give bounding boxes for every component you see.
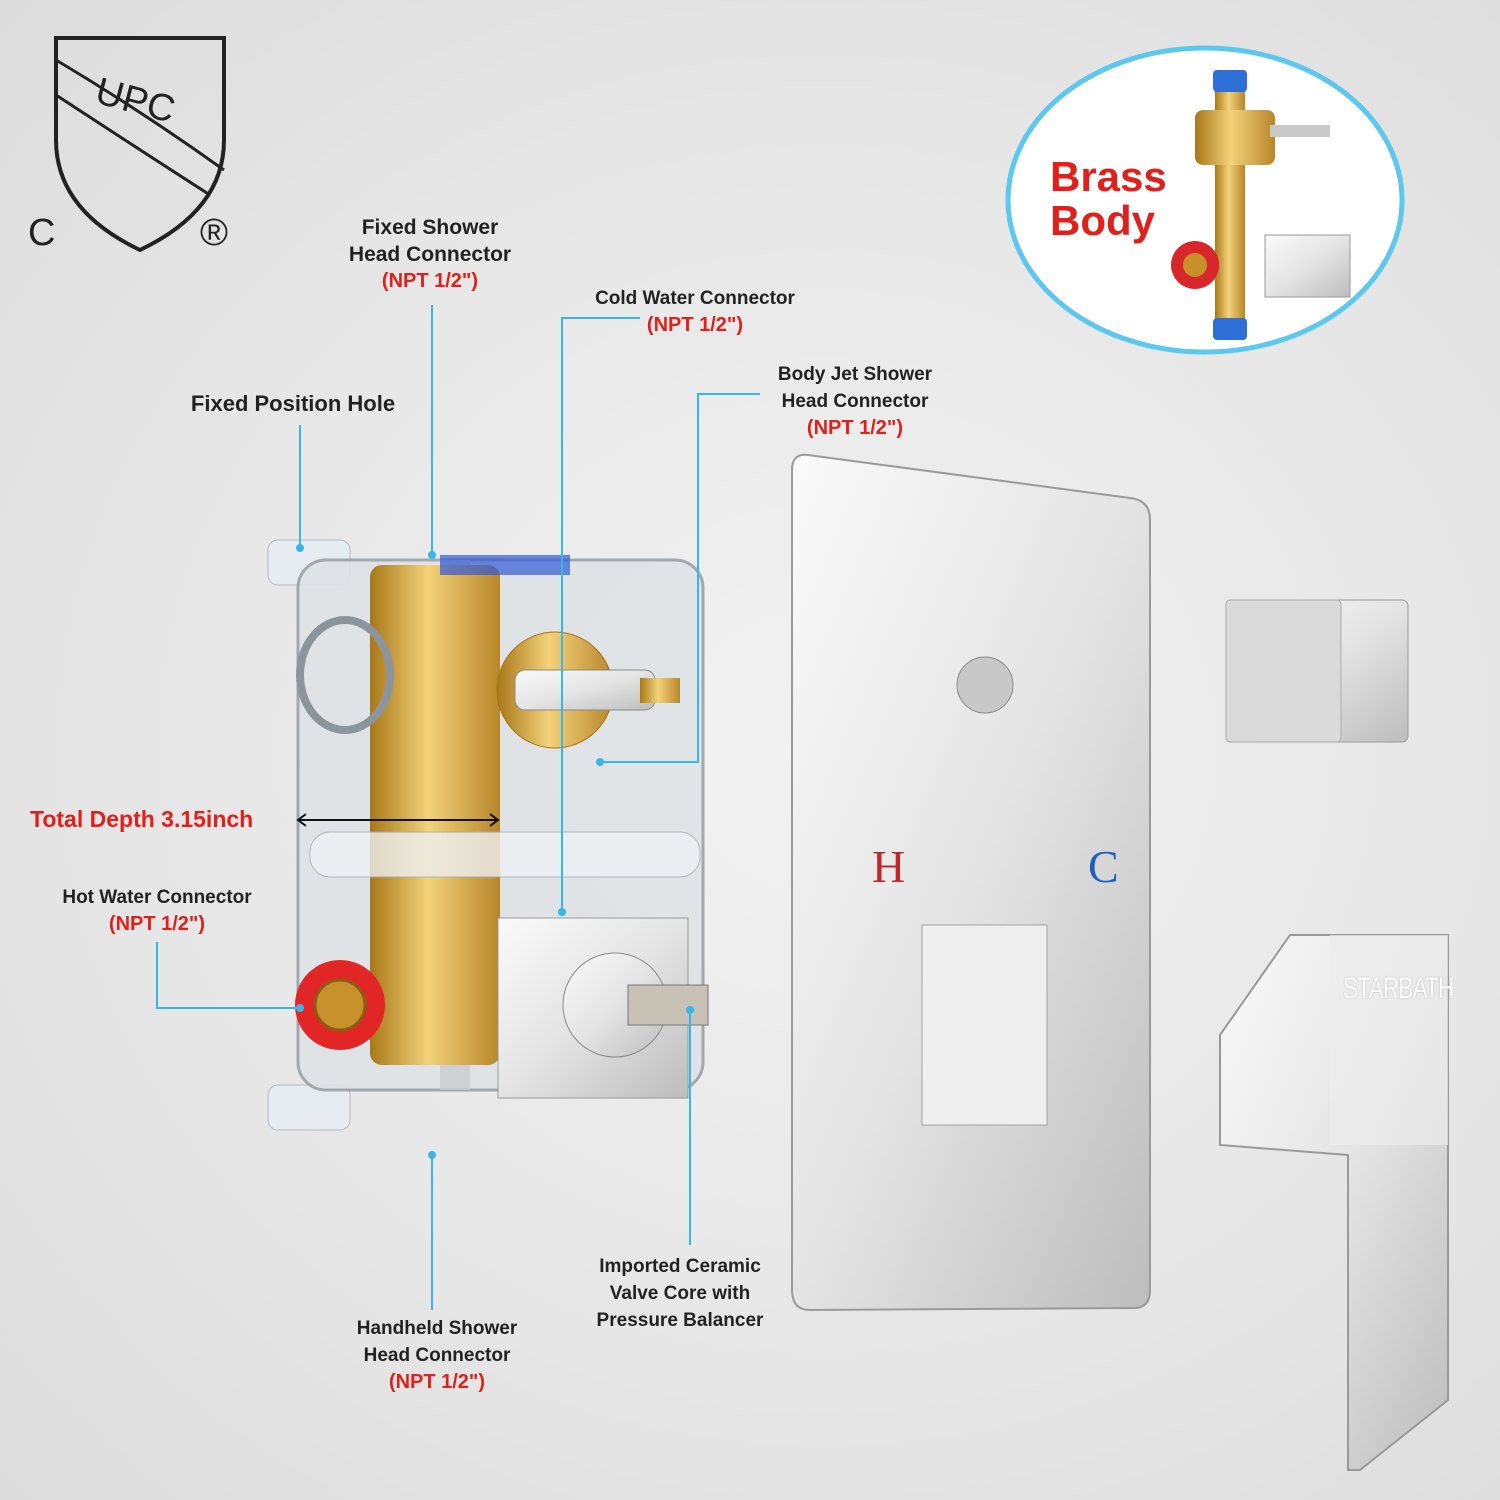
label-body-jet: Body Jet Shower Head Connector (NPT 1/2"… xyxy=(778,361,932,442)
label-cold-water: Cold Water Connector (NPT 1/2") xyxy=(595,285,795,339)
brass-line2: Body xyxy=(1050,197,1155,244)
label-spec: (NPT 1/2") xyxy=(381,270,479,292)
label-spec: (NPT 1/2") xyxy=(108,913,206,935)
label-total-depth: Total Depth 3.15inch xyxy=(30,806,254,832)
label-line: Fixed Shower xyxy=(361,216,499,239)
label-line: Hot Water Connector xyxy=(62,887,252,908)
upc-shield-logo xyxy=(54,36,226,253)
label-spec: (NPT 1/2") xyxy=(388,1371,486,1393)
label-line: Handheld Shower xyxy=(356,1318,518,1339)
brass-body-inset xyxy=(1005,45,1405,355)
label-spec: (NPT 1/2") xyxy=(806,417,904,439)
leader-body-jet xyxy=(600,393,760,763)
lever-handle xyxy=(1219,934,1449,1471)
label-ceramic-core: Imported Ceramic Valve Core with Pressur… xyxy=(597,1253,764,1334)
label-line: Head Connector xyxy=(781,391,929,412)
label-line: Body Jet Shower xyxy=(777,364,933,385)
hot-marker: H xyxy=(872,841,906,892)
rough-in-valve-box xyxy=(267,539,709,1131)
cold-marker: C xyxy=(1088,841,1119,892)
cert-registered: ® xyxy=(200,212,228,254)
leader-lines xyxy=(156,305,760,1310)
handle-cap xyxy=(1225,599,1409,743)
brass-body-title: Brass Body xyxy=(1050,155,1167,243)
label-hot-water: Hot Water Connector (NPT 1/2") xyxy=(62,884,251,938)
label-fixed-shower: Fixed Shower Head Connector (NPT 1/2") xyxy=(349,214,511,295)
brass-line1: Brass xyxy=(1050,153,1167,200)
label-line: Head Connector xyxy=(363,1345,511,1366)
label-handheld: Handheld Shower Head Connector (NPT 1/2"… xyxy=(357,1315,517,1396)
trim-plate xyxy=(791,453,1151,1312)
label-line: Valve Core with xyxy=(609,1283,751,1304)
label-line: Head Connector xyxy=(348,243,512,266)
leader-cold-water xyxy=(561,317,640,912)
label-line: Cold Water Connector xyxy=(595,288,795,309)
label-spec: (NPT 1/2") xyxy=(646,314,744,336)
total-depth-arrow xyxy=(296,813,500,827)
label-line: Imported Ceramic xyxy=(599,1256,761,1277)
label-line: Pressure Balancer xyxy=(596,1310,764,1331)
label-fixed-position-hole: Fixed Position Hole xyxy=(190,391,396,416)
leader-hot-water xyxy=(156,942,300,1009)
brand-logo: STARBATH xyxy=(1343,972,1454,1005)
cert-c: C xyxy=(28,212,56,254)
